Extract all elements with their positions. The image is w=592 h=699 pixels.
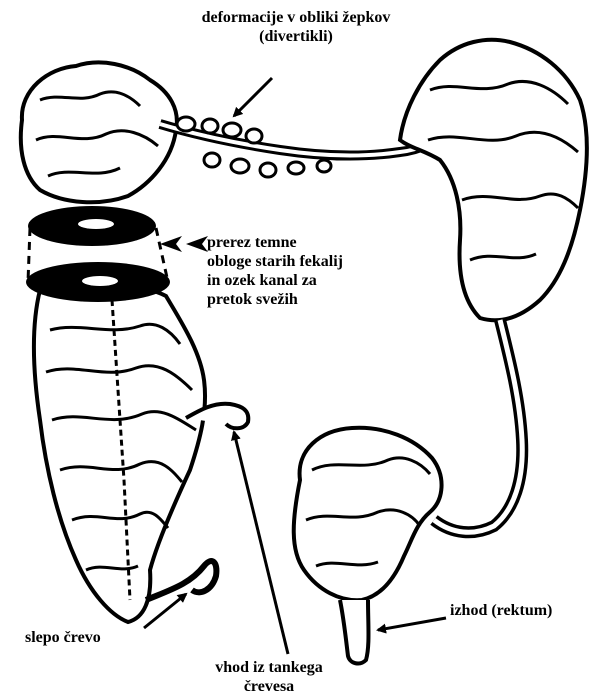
cross-section-label-line4: pretok svežih <box>207 290 343 309</box>
appendix <box>146 561 216 600</box>
small-intestine-arrow <box>234 432 288 654</box>
cross-section-label-line1: prerez temne <box>207 233 343 252</box>
small-intestine-label-line1: vhod iz tankega <box>186 658 352 677</box>
diverticula-label-line1: deformacije v obliki žepkov <box>150 8 442 27</box>
diverticula-label: deformacije v obliki žepkov (divertikli) <box>150 8 442 46</box>
cross-section-upper <box>28 206 156 246</box>
cross-section-label-line2: obloge starih fekalij <box>207 252 343 271</box>
rectum-arrow <box>378 618 446 630</box>
section-pointer-arrows <box>160 236 208 252</box>
diverticula-label-line2: (divertikli) <box>150 27 442 46</box>
cross-section-label-line3: in ozek kanal za <box>207 271 343 290</box>
cross-section-lower <box>26 262 170 302</box>
rectum <box>340 600 369 663</box>
sigmoid-colon <box>294 428 442 600</box>
diverticula-arrow <box>234 78 272 116</box>
small-intestine-label: vhod iz tankega črevesa <box>186 658 352 696</box>
rectum-label-text: izhod (rektum) <box>450 601 552 620</box>
rectum-label: izhod (rektum) <box>450 601 552 620</box>
splenic-flexure <box>400 40 587 321</box>
cross-section-label: prerez temne obloge starih fekalij in oz… <box>207 233 343 309</box>
small-intestine-label-line2: črevesa <box>186 677 352 696</box>
hepatic-flexure <box>21 62 177 202</box>
cecum-label-text: slepo črevo <box>25 628 101 647</box>
ascending-colon <box>34 284 205 622</box>
cecum-label: slepo črevo <box>25 628 101 647</box>
